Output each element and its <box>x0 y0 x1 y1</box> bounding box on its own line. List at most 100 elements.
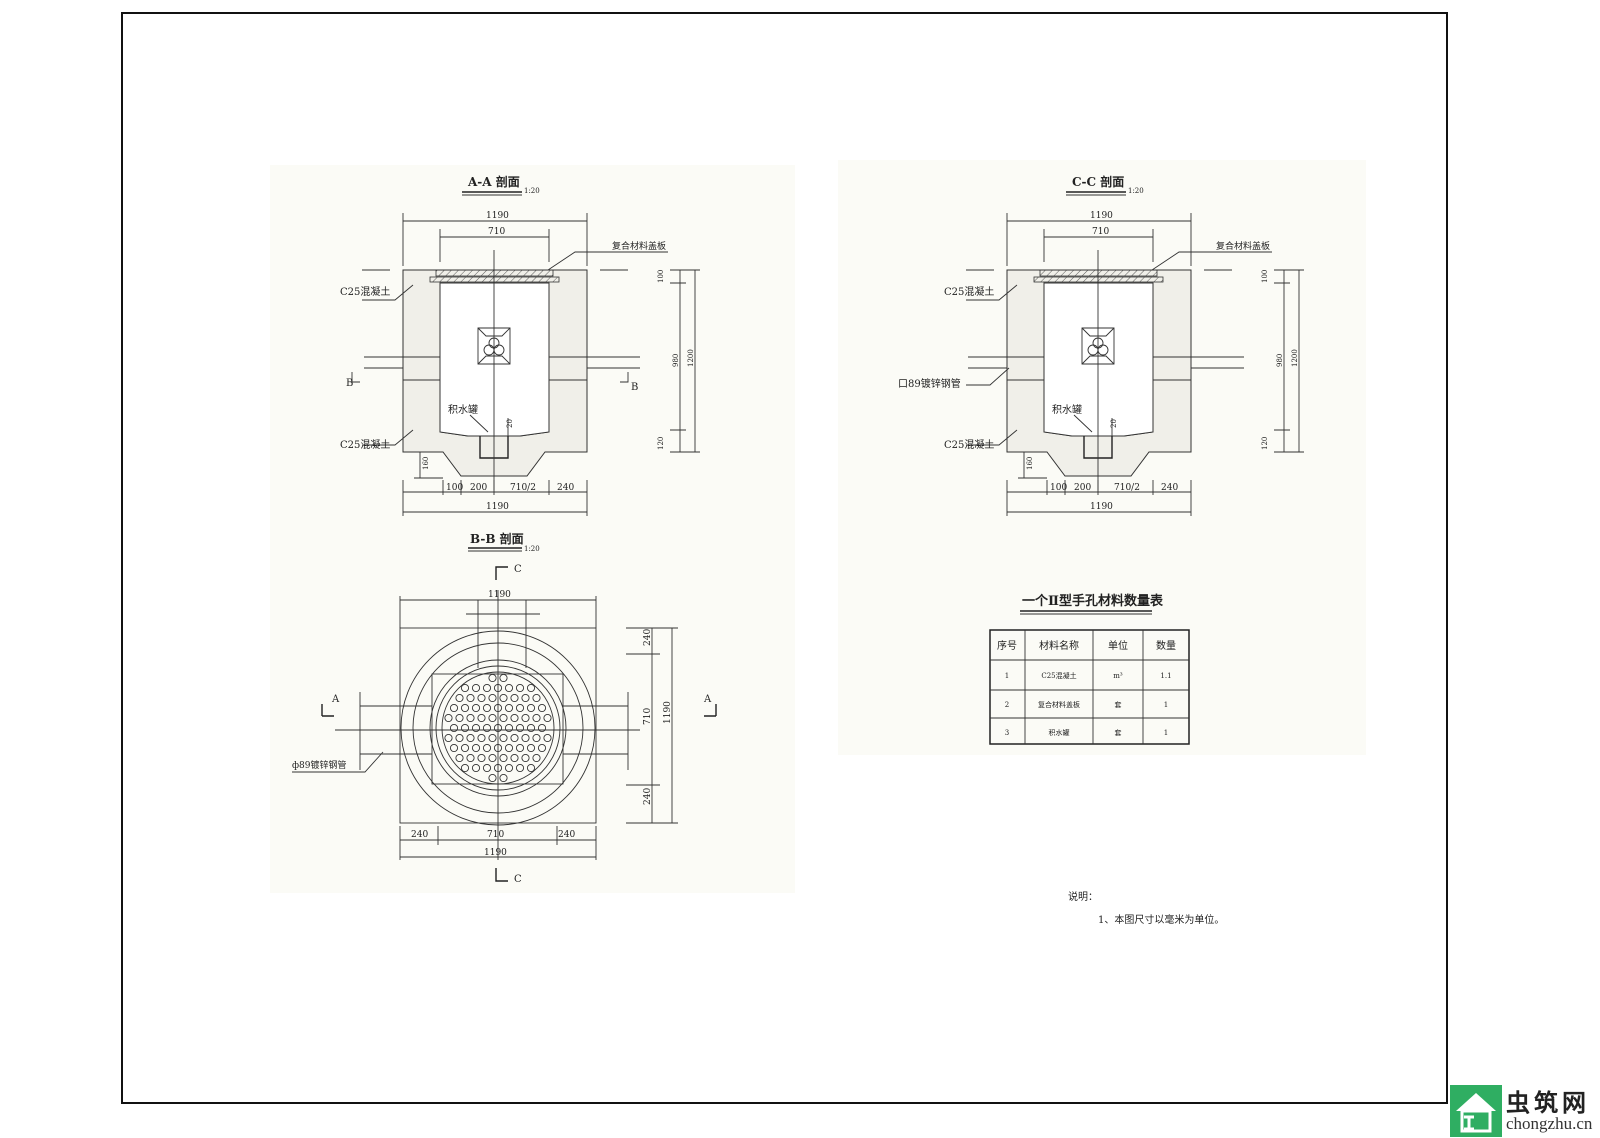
perforation-hole <box>466 753 475 763</box>
label: 1190 <box>1090 502 1113 512</box>
perforation-hole <box>499 693 508 703</box>
table-header: 单位 <box>1108 639 1128 652</box>
perforation-hole <box>460 723 470 733</box>
perforation-hole <box>543 733 552 743</box>
perforation-hole <box>515 703 525 713</box>
section-bb-title: B-B 剖面 <box>470 531 524 546</box>
perforation-hole <box>526 683 536 693</box>
perforation-hole <box>515 683 525 693</box>
perforation-hole <box>521 733 530 743</box>
drawing-line <box>362 284 414 301</box>
dim-label: 1190 <box>663 701 673 724</box>
label: 980 <box>672 354 680 367</box>
label: 710 <box>488 227 505 237</box>
table-cell: 1 <box>1005 672 1009 680</box>
drawing-line <box>469 414 489 433</box>
table-header: 数量 <box>1156 639 1176 652</box>
perforation-hole <box>515 723 525 733</box>
perforation-hole <box>471 723 481 733</box>
perforation-hole <box>455 753 464 763</box>
site-logo: 虫筑网 chongzhu.cn <box>1450 1085 1592 1137</box>
label: 710/2 <box>1114 483 1140 493</box>
perforation-hole <box>510 753 519 763</box>
pipe-label: 口89镀锌钢管 <box>898 377 961 390</box>
drawing-line <box>966 284 1018 301</box>
perforation-hole <box>537 743 547 753</box>
drawing-line <box>620 372 629 383</box>
drawing-line <box>429 276 560 283</box>
drawing-line <box>402 213 588 266</box>
label: 1200 <box>1291 349 1299 367</box>
table-title: 一个Ⅱ型手孔材料数量表 <box>1022 593 1164 609</box>
perforation-hole <box>460 703 470 713</box>
perforation-hole <box>488 753 497 763</box>
perforation-hole <box>504 723 514 733</box>
label: 1200 <box>687 349 695 367</box>
drawing-line <box>1073 414 1093 433</box>
drawing-line <box>364 356 640 381</box>
table-cell: 套 <box>1115 728 1122 737</box>
label: 160 <box>422 457 430 470</box>
perforation-hole <box>482 683 492 693</box>
perforation-hole <box>499 773 508 783</box>
section-scale: 1:20 <box>524 187 540 195</box>
perforation-hole <box>537 703 547 713</box>
cut-mark: B <box>346 378 353 389</box>
section-cc: C-C 剖面1:201190710复合材料盖板C25混凝土口89镀锌钢管C25混… <box>898 174 1304 516</box>
table-header: 材料名称 <box>1039 639 1079 652</box>
section-bb: B-B 剖面 1:20 C C A A ф89镀锌钢管 1190 240 710… <box>292 531 717 885</box>
concrete-label: C25混凝土 <box>340 285 390 298</box>
sump-label: 积水罐 <box>1052 403 1082 416</box>
perforation-hole <box>504 703 514 713</box>
label: 120 <box>657 437 665 450</box>
perforation-hole <box>526 743 536 753</box>
pipe-label-bb: ф89镀锌钢管 <box>292 759 347 771</box>
dim-label: 710 <box>643 708 653 725</box>
table-header: 序号 <box>997 639 1017 652</box>
dim-label: 240 <box>558 830 575 840</box>
cut-mark-a-left: A <box>331 694 340 705</box>
perforation-hole <box>532 753 541 763</box>
cut-mark-c-top: C <box>514 564 522 575</box>
perforation-hole <box>449 723 459 733</box>
drawing-line <box>439 282 550 437</box>
dim-label: 1190 <box>488 590 511 600</box>
dim-label: 1190 <box>484 848 507 858</box>
cover-perforations <box>444 673 552 783</box>
label: 710 <box>1092 227 1109 237</box>
label: 200 <box>1074 483 1091 493</box>
label: 1190 <box>486 211 509 221</box>
perforation-hole <box>499 713 508 723</box>
perforation-hole <box>482 703 492 713</box>
cut-mark-c-bottom: C <box>514 874 522 885</box>
perforation-hole <box>526 763 536 773</box>
label: 710/2 <box>510 483 536 493</box>
perforation-hole <box>488 733 497 743</box>
perforation-hole <box>521 693 530 703</box>
label: 20 <box>506 419 514 428</box>
perforation-hole <box>471 683 481 693</box>
perforation-hole <box>488 773 497 783</box>
perforation-hole <box>477 713 486 723</box>
table-cell: 积水罐 <box>1049 728 1070 737</box>
section-bb-scale: 1:20 <box>524 545 540 553</box>
drawing-line <box>414 452 443 479</box>
house-logo-icon <box>1450 1085 1502 1137</box>
perforation-hole <box>455 693 464 703</box>
drawing-line <box>1033 276 1164 283</box>
drawing-line <box>1043 282 1154 437</box>
logo-name: 虫筑网 <box>1506 1087 1590 1117</box>
label: 240 <box>1161 483 1178 493</box>
label: 100 <box>1050 483 1067 493</box>
perforation-hole <box>499 733 508 743</box>
table-cell: 套 <box>1115 700 1122 709</box>
notes-heading: 说明： <box>1068 890 1098 903</box>
perforation-hole <box>466 733 475 743</box>
perforation-hole <box>460 763 470 773</box>
perforation-hole <box>515 763 525 773</box>
label: 240 <box>557 483 574 493</box>
